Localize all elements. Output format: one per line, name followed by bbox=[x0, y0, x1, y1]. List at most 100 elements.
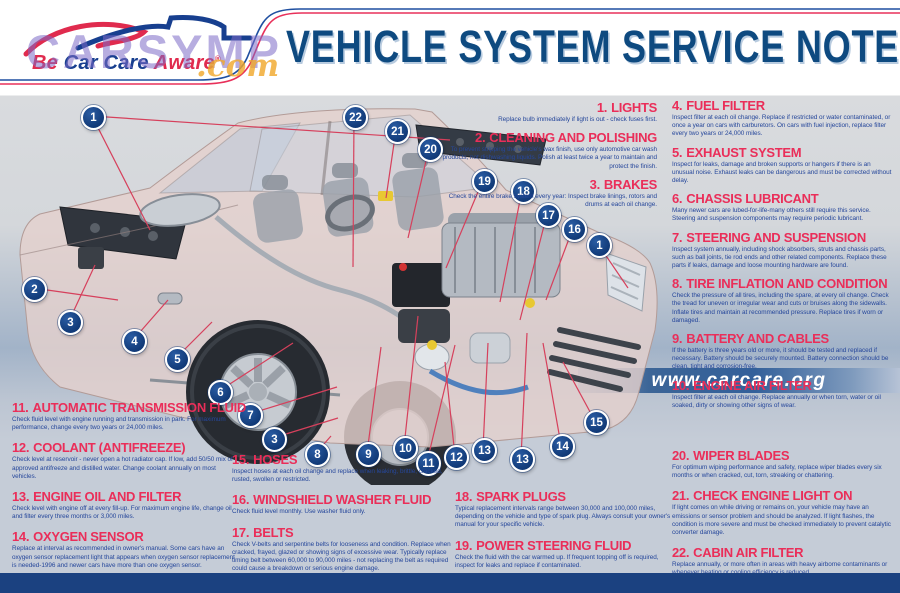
notes-column-bottom-middle-1: 15.HOSES Inspect hoses at each oil chang… bbox=[232, 452, 458, 581]
callout-marker-13a: 13 bbox=[472, 438, 497, 463]
note-number: 11. bbox=[12, 400, 29, 415]
callout-marker-2: 2 bbox=[22, 277, 47, 302]
note-title: CLEANING AND POLISHING bbox=[489, 130, 657, 146]
note-12-coolant-antifreeze: 12.COOLANT (ANTIFREEZE) Check level at r… bbox=[12, 440, 238, 481]
tagline-aware: Aware bbox=[153, 52, 215, 74]
note-1-lights: 1.LIGHTS Replace bulb immediately if lig… bbox=[431, 100, 657, 124]
tagline-car-care: Car Care bbox=[63, 52, 149, 74]
note-number: 2. bbox=[475, 130, 486, 146]
note-number: 16. bbox=[232, 492, 250, 508]
tagline-be: Be bbox=[32, 52, 58, 74]
page-title: VEHICLE SYSTEM SERVICE NOTES bbox=[286, 21, 900, 72]
note-title: CABIN AIR FILTER bbox=[693, 545, 804, 561]
note-body: Check the entire brake system every year… bbox=[448, 192, 657, 209]
callout-marker-1-front: 1 bbox=[587, 233, 612, 258]
notes-column-bottom-right: 20.WIPER BLADES For optimum wiping perfo… bbox=[672, 448, 896, 586]
washer-reservoir bbox=[469, 332, 511, 364]
note-body: Check level at reservoir - never open a … bbox=[12, 456, 233, 480]
note-number: 7. bbox=[672, 229, 683, 245]
tagline: Be Car Care Aware® bbox=[32, 52, 221, 75]
note-number: 13. bbox=[12, 489, 30, 505]
note-number: 10. bbox=[672, 377, 690, 393]
note-title: BRAKES bbox=[603, 176, 657, 192]
note-title: ENGINE AIR FILTER bbox=[693, 377, 812, 393]
note-title: CHASSIS LUBRICANT bbox=[686, 191, 819, 207]
note-number: 17. bbox=[232, 524, 250, 540]
note-6-chassis-lubricant: 6.CHASSIS LUBRICANT Many newer cars are … bbox=[672, 191, 894, 223]
note-title: BELTS bbox=[253, 524, 294, 540]
note-2-cleaning-and-polishing: 2.CLEANING AND POLISHING To prevent stri… bbox=[431, 130, 657, 171]
note-body: Inspect filter at each oil change. Repla… bbox=[672, 114, 891, 138]
watermark-text: CARSYMP bbox=[26, 25, 283, 78]
note-number: 14. bbox=[12, 529, 30, 545]
battery bbox=[392, 263, 450, 307]
note-body: Check level with engine off at every fil… bbox=[12, 505, 232, 521]
notes-column-top-middle: 1.LIGHTS Replace bulb immediately if lig… bbox=[431, 100, 657, 215]
note-number: 15. bbox=[232, 452, 250, 467]
note-number: 9. bbox=[672, 331, 683, 347]
note-11-automatic-transmission-fluid: 11.AUTOMATIC TRANSMISSION FLUID Check fl… bbox=[12, 400, 246, 432]
red-border-line bbox=[0, 12, 900, 85]
note-3-brakes: 3.BRAKES Check the entire brake system e… bbox=[431, 176, 658, 209]
note-19-power-steering-fluid: 19.POWER STEERING FLUID Check the fluid … bbox=[455, 538, 675, 570]
note-number: 5. bbox=[672, 144, 683, 160]
callout-marker-13b: 13 bbox=[510, 447, 535, 472]
note-body: Replace bulb immediately if light is out… bbox=[498, 116, 657, 123]
note-7-steering-and-suspension: 7.STEERING AND SUSPENSION Inspect system… bbox=[672, 230, 894, 271]
note-number: 18. bbox=[455, 489, 473, 504]
note-number: 19. bbox=[455, 537, 473, 553]
note-body: Many newer cars are lubed-for-life-many … bbox=[672, 207, 871, 223]
registered-mark: ® bbox=[214, 54, 221, 64]
note-18-spark-plugs: 18.SPARK PLUGS Typical replacement inter… bbox=[455, 489, 675, 530]
note-17-belts: 17.BELTS Check V-belts and serpentine be… bbox=[232, 525, 458, 574]
note-title: COOLANT (ANTIFREEZE) bbox=[33, 440, 186, 456]
callout-marker-14: 14 bbox=[550, 434, 575, 459]
note-title: WIPER BLADES bbox=[693, 448, 790, 463]
note-title: SPARK PLUGS bbox=[476, 489, 566, 504]
note-title: TIRE INFLATION AND CONDITION bbox=[686, 276, 888, 292]
note-number: 6. bbox=[672, 191, 683, 207]
air-box bbox=[398, 309, 450, 343]
note-13-engine-oil-and-filter: 13.ENGINE OIL AND FILTER Check level wit… bbox=[12, 489, 238, 521]
note-title: EXHAUST SYSTEM bbox=[686, 144, 802, 160]
note-body: If light comes on while driving or remai… bbox=[672, 504, 891, 537]
note-16-windshield-washer-fluid: 16.WINDSHIELD WASHER FLUID Check fluid l… bbox=[232, 492, 458, 516]
note-body: To prevent stripping the vehicle's wax f… bbox=[442, 146, 657, 170]
note-title: AUTOMATIC TRANSMISSION FLUID bbox=[32, 400, 247, 415]
note-title: FUEL FILTER bbox=[686, 98, 765, 113]
callout-marker-3-front: 3 bbox=[262, 427, 287, 452]
note-14-oxygen-sensor: 14.OXYGEN SENSOR Replace at interval as … bbox=[12, 529, 238, 570]
note-body: Inspect hoses at each oil change and rep… bbox=[232, 468, 443, 484]
note-22-cabin-air-filter: 22.CABIN AIR FILTER Replace annually, or… bbox=[672, 545, 896, 577]
callout-marker-3-rear: 3 bbox=[58, 310, 83, 335]
callout-marker-22: 22 bbox=[343, 105, 368, 130]
note-body: Inspect filter at each oil change. Repla… bbox=[672, 393, 881, 409]
note-4-fuel-filter: 4.FUEL FILTER Inspect filter at each oil… bbox=[672, 98, 894, 139]
note-15-hoses: 15.HOSES Inspect hoses at each oil chang… bbox=[232, 452, 458, 484]
note-10-engine-air-filter: 10.ENGINE AIR FILTER Inspect filter at e… bbox=[672, 378, 894, 410]
note-title: ENGINE OIL AND FILTER bbox=[33, 489, 182, 505]
footer-navy-strip bbox=[0, 573, 900, 593]
callout-marker-1-rear: 1 bbox=[81, 105, 106, 130]
engine-block bbox=[441, 222, 561, 298]
check-engine-tag bbox=[378, 191, 393, 201]
note-body: Typical replacement intervals range betw… bbox=[455, 505, 671, 529]
note-title: POWER STEERING FLUID bbox=[476, 537, 632, 553]
note-title: LIGHTS bbox=[611, 100, 657, 115]
note-9-battery-and-cables: 9.BATTERY AND CABLES If the battery is t… bbox=[672, 331, 894, 372]
note-title: WINDSHIELD WASHER FLUID bbox=[253, 492, 432, 508]
steering-wheel bbox=[325, 194, 375, 232]
carcare-url-text: www.carcare.org bbox=[651, 369, 827, 391]
callout-marker-4: 4 bbox=[122, 329, 147, 354]
note-title: CHECK ENGINE LIGHT ON bbox=[693, 488, 853, 504]
note-title: OXYGEN SENSOR bbox=[33, 529, 144, 545]
note-20-wiper-blades: 20.WIPER BLADES For optimum wiping perfo… bbox=[672, 448, 896, 480]
note-body: Check V-belts and serpentine belts for l… bbox=[232, 540, 451, 573]
notes-column-bottom-middle-2: 18.SPARK PLUGS Typical replacement inter… bbox=[455, 489, 675, 578]
notes-column-bottom-left: 11.AUTOMATIC TRANSMISSION FLUID Check fl… bbox=[12, 400, 246, 578]
note-body: If the battery is three years old or mor… bbox=[672, 347, 889, 371]
rear-brake-unit bbox=[78, 247, 104, 269]
callout-marker-15: 15 bbox=[584, 410, 609, 435]
note-number: 22. bbox=[672, 545, 690, 561]
